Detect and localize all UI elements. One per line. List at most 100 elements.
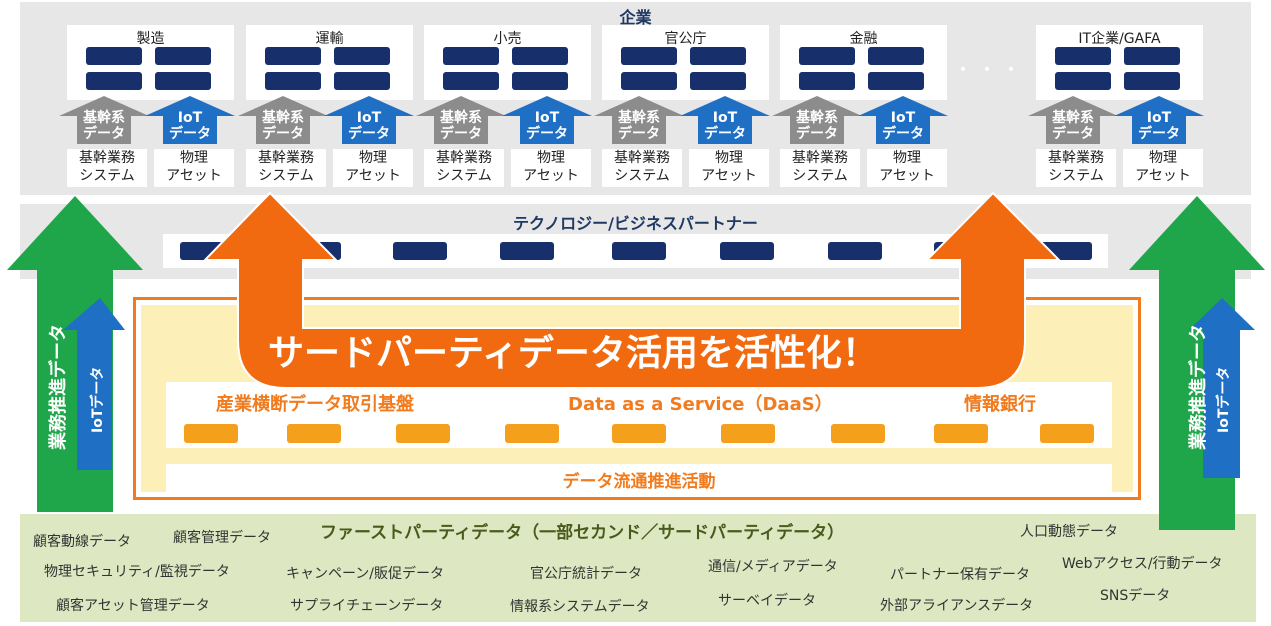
arrow-label-line: 基幹系 [1052,110,1094,126]
sector-ellipsis: ・・・ [955,60,1028,79]
partner-block [612,242,666,260]
service-block [287,424,341,443]
source-label-line: 基幹業務 [258,150,314,166]
arrow-label-line: 基幹系 [262,110,304,126]
system-block [799,72,855,90]
core-data-arrow-shape [594,96,684,144]
source-label-line: アセット [523,168,579,184]
sector-card: 金融 [780,25,947,100]
system-block [155,47,211,65]
distribution-row [166,464,1112,492]
system-block [1124,72,1180,90]
core-data-arrow [594,96,684,144]
service-block [934,424,988,443]
sector-name: 小売 [493,31,522,47]
system-block [868,47,924,65]
system-block [512,47,568,65]
iot-data-arrow [324,96,414,144]
core-data-arrow [416,96,506,144]
core-data-arrow-shape [1028,96,1118,144]
left-iot-arrow [63,298,125,470]
sector-card: 製造 [67,25,234,100]
core-data-arrow-label: 基幹系データ [1043,110,1103,142]
physical-asset-box: 物理アセット [333,149,413,187]
arrow-label-line: データ [348,126,390,142]
source-label-line: システム [79,168,135,184]
arrow-label-line: データ [526,126,568,142]
orange-u-arrow-shape [202,191,1062,389]
source-label-line: 物理 [180,150,208,166]
first-party-item: SNSデータ [1100,588,1171,604]
core-data-arrow [238,96,328,144]
service-block [505,424,559,443]
iot-data-arrow [1114,96,1204,144]
core-data-arrow-shape [238,96,328,144]
source-label-line: システム [1048,168,1104,184]
first-party-item: 外部アライアンスデータ [880,598,1034,614]
arrow-label-line: データ [1138,126,1180,142]
core-system-box: 基幹業務システム [67,149,147,187]
system-block [1055,47,1111,65]
physical-asset-box: 物理アセット [689,149,769,187]
system-block [1055,72,1111,90]
sector-name: 製造 [136,31,165,47]
system-block [155,72,211,90]
service-block [831,424,885,443]
left-business-arrow [7,196,143,512]
partner-block [828,242,882,260]
iot-data-arrow-shape [858,96,948,144]
arrow-label-line: データ [440,126,482,142]
physical-asset-box: 物理アセット [511,149,591,187]
source-label-line: アセット [879,168,935,184]
system-block [690,47,746,65]
physical-asset-box: 物理アセット [867,149,947,187]
first-party-title: ファーストパーティデータ（一部セカンド／サードパーティデータ） [320,523,845,543]
arrow-label-line: IoT [712,110,738,126]
platform-center-label: Data as a Service（DaaS） [568,394,833,415]
iot-data-arrow [145,96,235,144]
system-block [86,72,142,90]
partner-block [720,242,774,260]
core-data-arrow-shape [416,96,506,144]
arrow-label-line: IoT [356,110,382,126]
partner-block [393,242,447,260]
right-iot-arrow [1189,298,1255,478]
source-label-line: システム [614,168,670,184]
system-block [443,47,499,65]
core-data-arrow-label: 基幹系データ [431,110,491,142]
arrow-label-line: データ [83,126,125,142]
arrow-label-line: IoT [890,110,916,126]
core-data-arrow-label: 基幹系データ [74,110,134,142]
third-party-banner: サードパーティデータ活用を活性化！ [268,333,878,374]
platform-right-label: 情報銀行 [964,394,1036,415]
physical-asset-box: 物理アセット [154,149,234,187]
system-block [334,72,390,90]
core-system-box: 基幹業務システム [1036,149,1116,187]
core-data-arrow-shape [772,96,862,144]
source-label-line: システム [258,168,314,184]
system-block [621,72,677,90]
platform-left-label: 産業横断データ取引基盤 [216,394,414,415]
core-system-box: 基幹業務システム [246,149,326,187]
source-label-line: アセット [701,168,757,184]
sector-card: 運輸 [246,25,413,100]
sector-card: 小売 [424,25,591,100]
sector-name: 運輸 [315,31,344,47]
right-iot-arrow-label: IoTデータ [1216,366,1232,433]
tech-partner-title: テクノロジー/ビジネスパートナー [513,214,758,233]
system-block [265,72,321,90]
iot-data-arrow-shape [1114,96,1204,144]
source-label-line: 基幹業務 [614,150,670,166]
arrow-label-line: 基幹系 [796,110,838,126]
service-block [1040,424,1094,443]
first-party-item: 物理セキュリティ/監視データ [44,564,230,580]
left-iot-arrow-label: IoTデータ [90,366,106,433]
system-block [512,72,568,90]
enterprise-title: 企業 [619,8,652,27]
source-label-line: 物理 [1149,150,1177,166]
source-label-line: 基幹業務 [436,150,492,166]
